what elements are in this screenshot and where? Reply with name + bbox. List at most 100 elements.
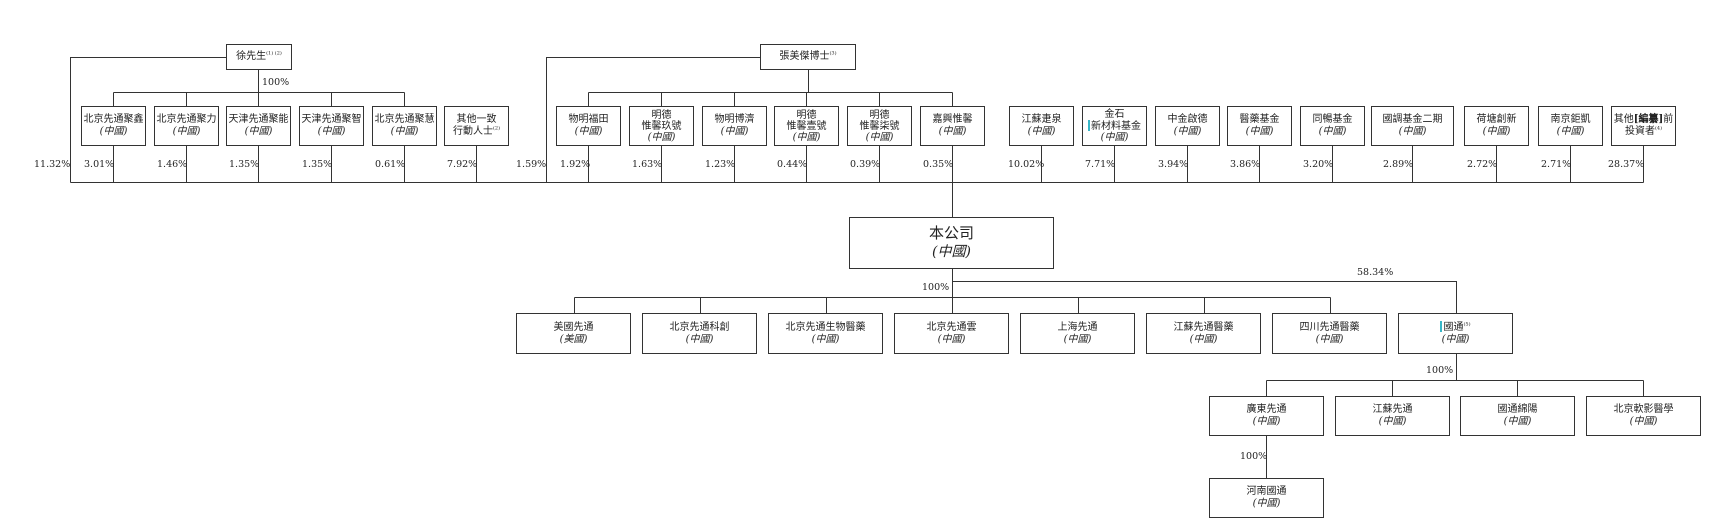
node-s21-line2: 投資者 [1624, 126, 1655, 137]
node-s3-country: (中國) [244, 126, 273, 137]
node-h1: 河南國通(中國) [1209, 478, 1324, 518]
node-zhang-name: 張美傑博士 [779, 51, 830, 62]
highlight-marker [1440, 321, 1443, 332]
node-s14-line1: 金石 [1104, 109, 1125, 120]
node-s14-line2: 新材料基金 [1091, 121, 1141, 132]
pct-s8: 1.63% [632, 159, 663, 170]
node-s21-line1c: 前 [1663, 114, 1674, 125]
pct-s21: 28.37% [1608, 159, 1645, 170]
node-s2-name: 北京先通聚力 [156, 114, 217, 125]
node-s4: 天津先通聚智(中國) [299, 106, 364, 146]
pct-s1: 3.01% [84, 159, 115, 170]
node-s1-country: (中國) [99, 126, 128, 137]
node-s9-country: (中國) [720, 126, 749, 137]
node-s16: 醫藥基金(中國) [1227, 106, 1292, 146]
node-c7-name: 四川先通醫藥 [1299, 321, 1360, 333]
node-c1-country: (美國) [559, 333, 588, 345]
node-g3-name: 國通綿陽 [1497, 404, 1538, 415]
node-s18-name: 國調基金二期 [1382, 114, 1443, 125]
node-s15-country: (中國) [1173, 126, 1202, 137]
zhang-entity-line [588, 70, 953, 106]
node-s2-country: (中國) [172, 126, 201, 137]
node-s16-country: (中國) [1245, 126, 1274, 137]
node-s10-line2: 惟馨壹號 [786, 120, 827, 132]
node-s13-country: (中國) [1027, 126, 1056, 137]
node-s15: 中金啟德(中國) [1155, 106, 1220, 146]
zhang-direct-line [546, 57, 760, 183]
company-subsidiary-line [574, 269, 1331, 313]
xu-platform-line [113, 70, 405, 106]
node-h1-name: 河南國通 [1246, 486, 1287, 497]
node-s6-line1: 其他一致 [456, 114, 497, 125]
pct-s2: 1.46% [157, 159, 188, 170]
node-c6: 江蘇先通醫藥(中國) [1146, 313, 1261, 354]
node-s9: 物明博濟(中國) [702, 106, 767, 146]
node-g2-country: (中國) [1378, 416, 1407, 427]
node-s20: 南京鉅凱(中國) [1538, 106, 1603, 146]
node-s10-line1: 明德 [796, 109, 817, 121]
node-s6-line2: 行動人士 [452, 126, 493, 137]
node-s6-footnote: (2) [492, 125, 501, 132]
node-s3-name: 天津先通聚能 [228, 114, 289, 125]
node-c2: 北京先通科創(中國) [642, 313, 757, 354]
pct-s17: 3.20% [1303, 159, 1334, 170]
node-s5: 北京先通聚慧(中國) [372, 106, 437, 146]
node-s5-country: (中國) [390, 126, 419, 137]
xu-direct-line [70, 57, 226, 183]
pct-zhang-direct: 1.59% [516, 159, 547, 170]
node-s20-country: (中國) [1556, 126, 1585, 137]
node-g2: 江蘇先通(中國) [1335, 396, 1450, 436]
node-g2-name: 江蘇先通 [1372, 404, 1413, 415]
node-s20-name: 南京鉅凱 [1550, 114, 1591, 125]
node-c4-name: 北京先通雲 [926, 321, 977, 333]
node-c6-country: (中國) [1189, 333, 1218, 345]
node-c8-footnote: (5) [1463, 321, 1471, 328]
pct-s14: 7.71% [1085, 159, 1116, 170]
node-s19-name: 荷塘創新 [1476, 114, 1517, 125]
node-s18: 國調基金二期(中國) [1371, 106, 1454, 146]
node-xu-name: 徐先生 [236, 51, 267, 62]
node-s10: 明德惟馨壹號(中國) [774, 106, 839, 146]
node-s17: 同暢基金(中國) [1300, 106, 1365, 146]
pct-company-subs: 100% [922, 282, 950, 293]
pct-s16: 3.86% [1230, 159, 1261, 170]
pct-s15: 3.94% [1158, 159, 1189, 170]
pct-xu-platforms: 100% [262, 77, 290, 88]
node-s1: 北京先通聚鑫(中國) [81, 106, 146, 146]
node-c5-country: (中國) [1063, 333, 1092, 345]
node-g4: 北京軟影醫學(中國) [1586, 396, 1701, 436]
node-s21-footnote: (4) [1654, 125, 1663, 132]
node-s13-name: 江蘇疌泉 [1021, 114, 1062, 125]
node-s13: 江蘇疌泉(中國) [1009, 106, 1074, 146]
node-zhang-footnote: (3) [829, 50, 837, 57]
node-c4: 北京先通雲(中國) [894, 313, 1009, 354]
highlight-marker [1088, 120, 1090, 131]
pct-s10: 0.44% [777, 159, 808, 170]
node-s7-country: (中國) [574, 126, 603, 137]
pct-company-guotong: 58.34% [1357, 267, 1394, 278]
pct-zhang-direct-label: 11.32% [34, 159, 71, 170]
pct-s13: 10.02% [1008, 159, 1045, 170]
node-s11-country: (中國) [865, 131, 894, 143]
node-s3: 天津先通聚能(中國) [226, 106, 291, 146]
pct-s20: 2.71% [1541, 159, 1572, 170]
node-s11: 明德惟馨柒號(中國) [847, 106, 912, 146]
node-c1: 美國先通(美國) [516, 313, 631, 354]
node-s17-country: (中國) [1318, 126, 1347, 137]
pct-s4: 1.35% [302, 159, 333, 170]
node-zhang: 張美傑博士(3) [760, 44, 856, 70]
node-g4-country: (中國) [1629, 416, 1658, 427]
node-s11-line2: 惟馨柒號 [859, 120, 900, 132]
node-s19: 荷塘創新(中國) [1464, 106, 1529, 146]
node-s11-line1: 明德 [869, 109, 890, 121]
node-s14-country: (中國) [1100, 132, 1129, 143]
node-s17-name: 同暢基金 [1312, 114, 1353, 125]
node-s9-name: 物明博濟 [714, 114, 755, 125]
node-s2: 北京先通聚力(中國) [154, 106, 219, 146]
pct-s6: 7.92% [447, 159, 478, 170]
node-c8-name: 國通 [1443, 322, 1464, 333]
node-s21-line1a: 其他 [1613, 114, 1634, 125]
node-s8-line1: 明德 [651, 109, 672, 121]
node-s16-name: 醫藥基金 [1239, 114, 1280, 125]
